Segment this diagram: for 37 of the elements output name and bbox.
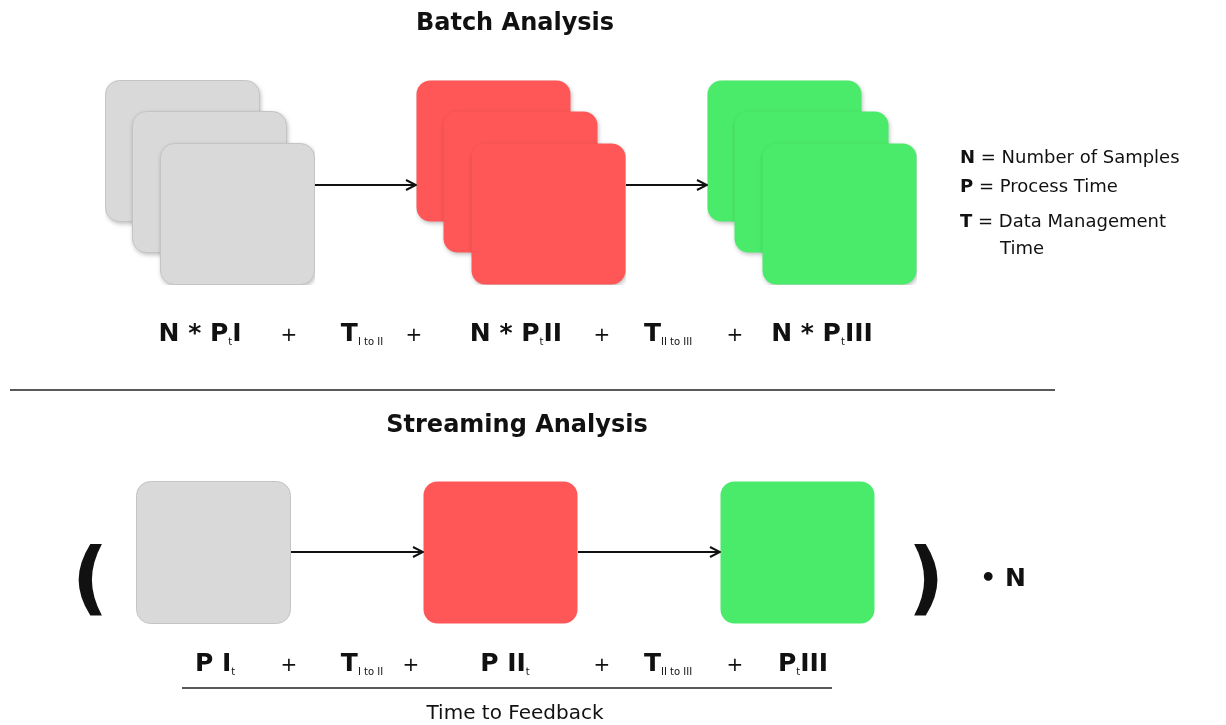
legend-definition: N = Number of Samples [960, 145, 1181, 169]
arrow [625, 179, 708, 191]
formula-term: T$_{II to III}$ [643, 318, 693, 347]
arrow [577, 546, 721, 558]
heading: Streaming Analysis [386, 410, 648, 438]
plus-sign: + [593, 322, 611, 346]
plus-sign: + [280, 322, 298, 346]
formula-term: N * P$_{t}$II [469, 318, 563, 347]
legend-definition: T = Data Management Time [960, 209, 1168, 260]
plus-sign: + [726, 652, 744, 676]
square-card [720, 481, 875, 624]
formula-term: • N [980, 563, 1026, 592]
plus-sign: + [405, 322, 423, 346]
formula-term: T$_{I to II}$ [340, 648, 384, 677]
card-stack [707, 80, 917, 285]
formula-term: N * P$_{t}$I [158, 318, 242, 347]
formula-term: P II$_{t}$ [480, 648, 530, 677]
plus-sign: + [402, 652, 420, 676]
arrow [290, 546, 424, 558]
square-card [136, 481, 291, 624]
formula-term: P$_{t}$III [777, 648, 829, 677]
card-stack [416, 80, 626, 285]
plus-sign: + [726, 322, 744, 346]
formula-term: P I$_{t}$ [194, 648, 236, 677]
heading: Batch Analysis [415, 8, 615, 36]
formula-term: T$_{II to III}$ [643, 648, 693, 677]
caption-text: Time to Feedback [426, 700, 604, 724]
parenthesis: ) [907, 538, 945, 618]
formula-term: N * P$_{t}$III [771, 318, 873, 347]
square-card [423, 481, 578, 624]
card-stack [105, 80, 315, 285]
plus-sign: + [280, 652, 298, 676]
parenthesis: ( [71, 538, 109, 618]
legend-definition: P = Process Time [960, 174, 1119, 198]
arrow [314, 179, 417, 191]
plus-sign: + [593, 652, 611, 676]
formula-term: T$_{I to II}$ [340, 318, 384, 347]
